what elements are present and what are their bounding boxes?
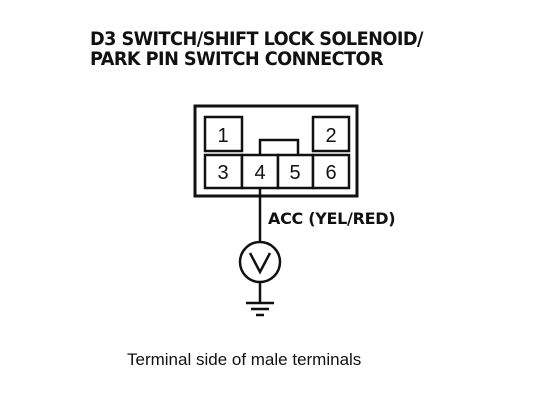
diagram-title-line-1: D3 SWITCH/SHIFT LOCK SOLENOID/	[90, 28, 423, 50]
wire-label: ACC (YEL/RED)	[268, 209, 395, 228]
terminal-1-cavity	[203, 115, 244, 153]
diagram-title-line-2: PARK PIN SWITCH CONNECTOR	[90, 48, 384, 70]
connector-lock-tab	[258, 138, 300, 156]
terminal-1-label: 1	[217, 125, 228, 147]
terminal-5-label: 5	[289, 162, 300, 184]
view-caption: Terminal side of male terminals	[127, 350, 362, 369]
terminal-6-label: 6	[325, 162, 336, 184]
ground-icon	[246, 301, 274, 317]
terminal-3-cavity	[203, 153, 244, 190]
terminal-6-cavity	[311, 153, 351, 190]
terminal-4-label: 4	[254, 162, 265, 184]
voltmeter-icon	[238, 240, 282, 284]
terminal-2-cavity	[311, 115, 351, 153]
terminal-2-label: 2	[325, 125, 336, 147]
terminal-3-label: 3	[217, 162, 228, 184]
